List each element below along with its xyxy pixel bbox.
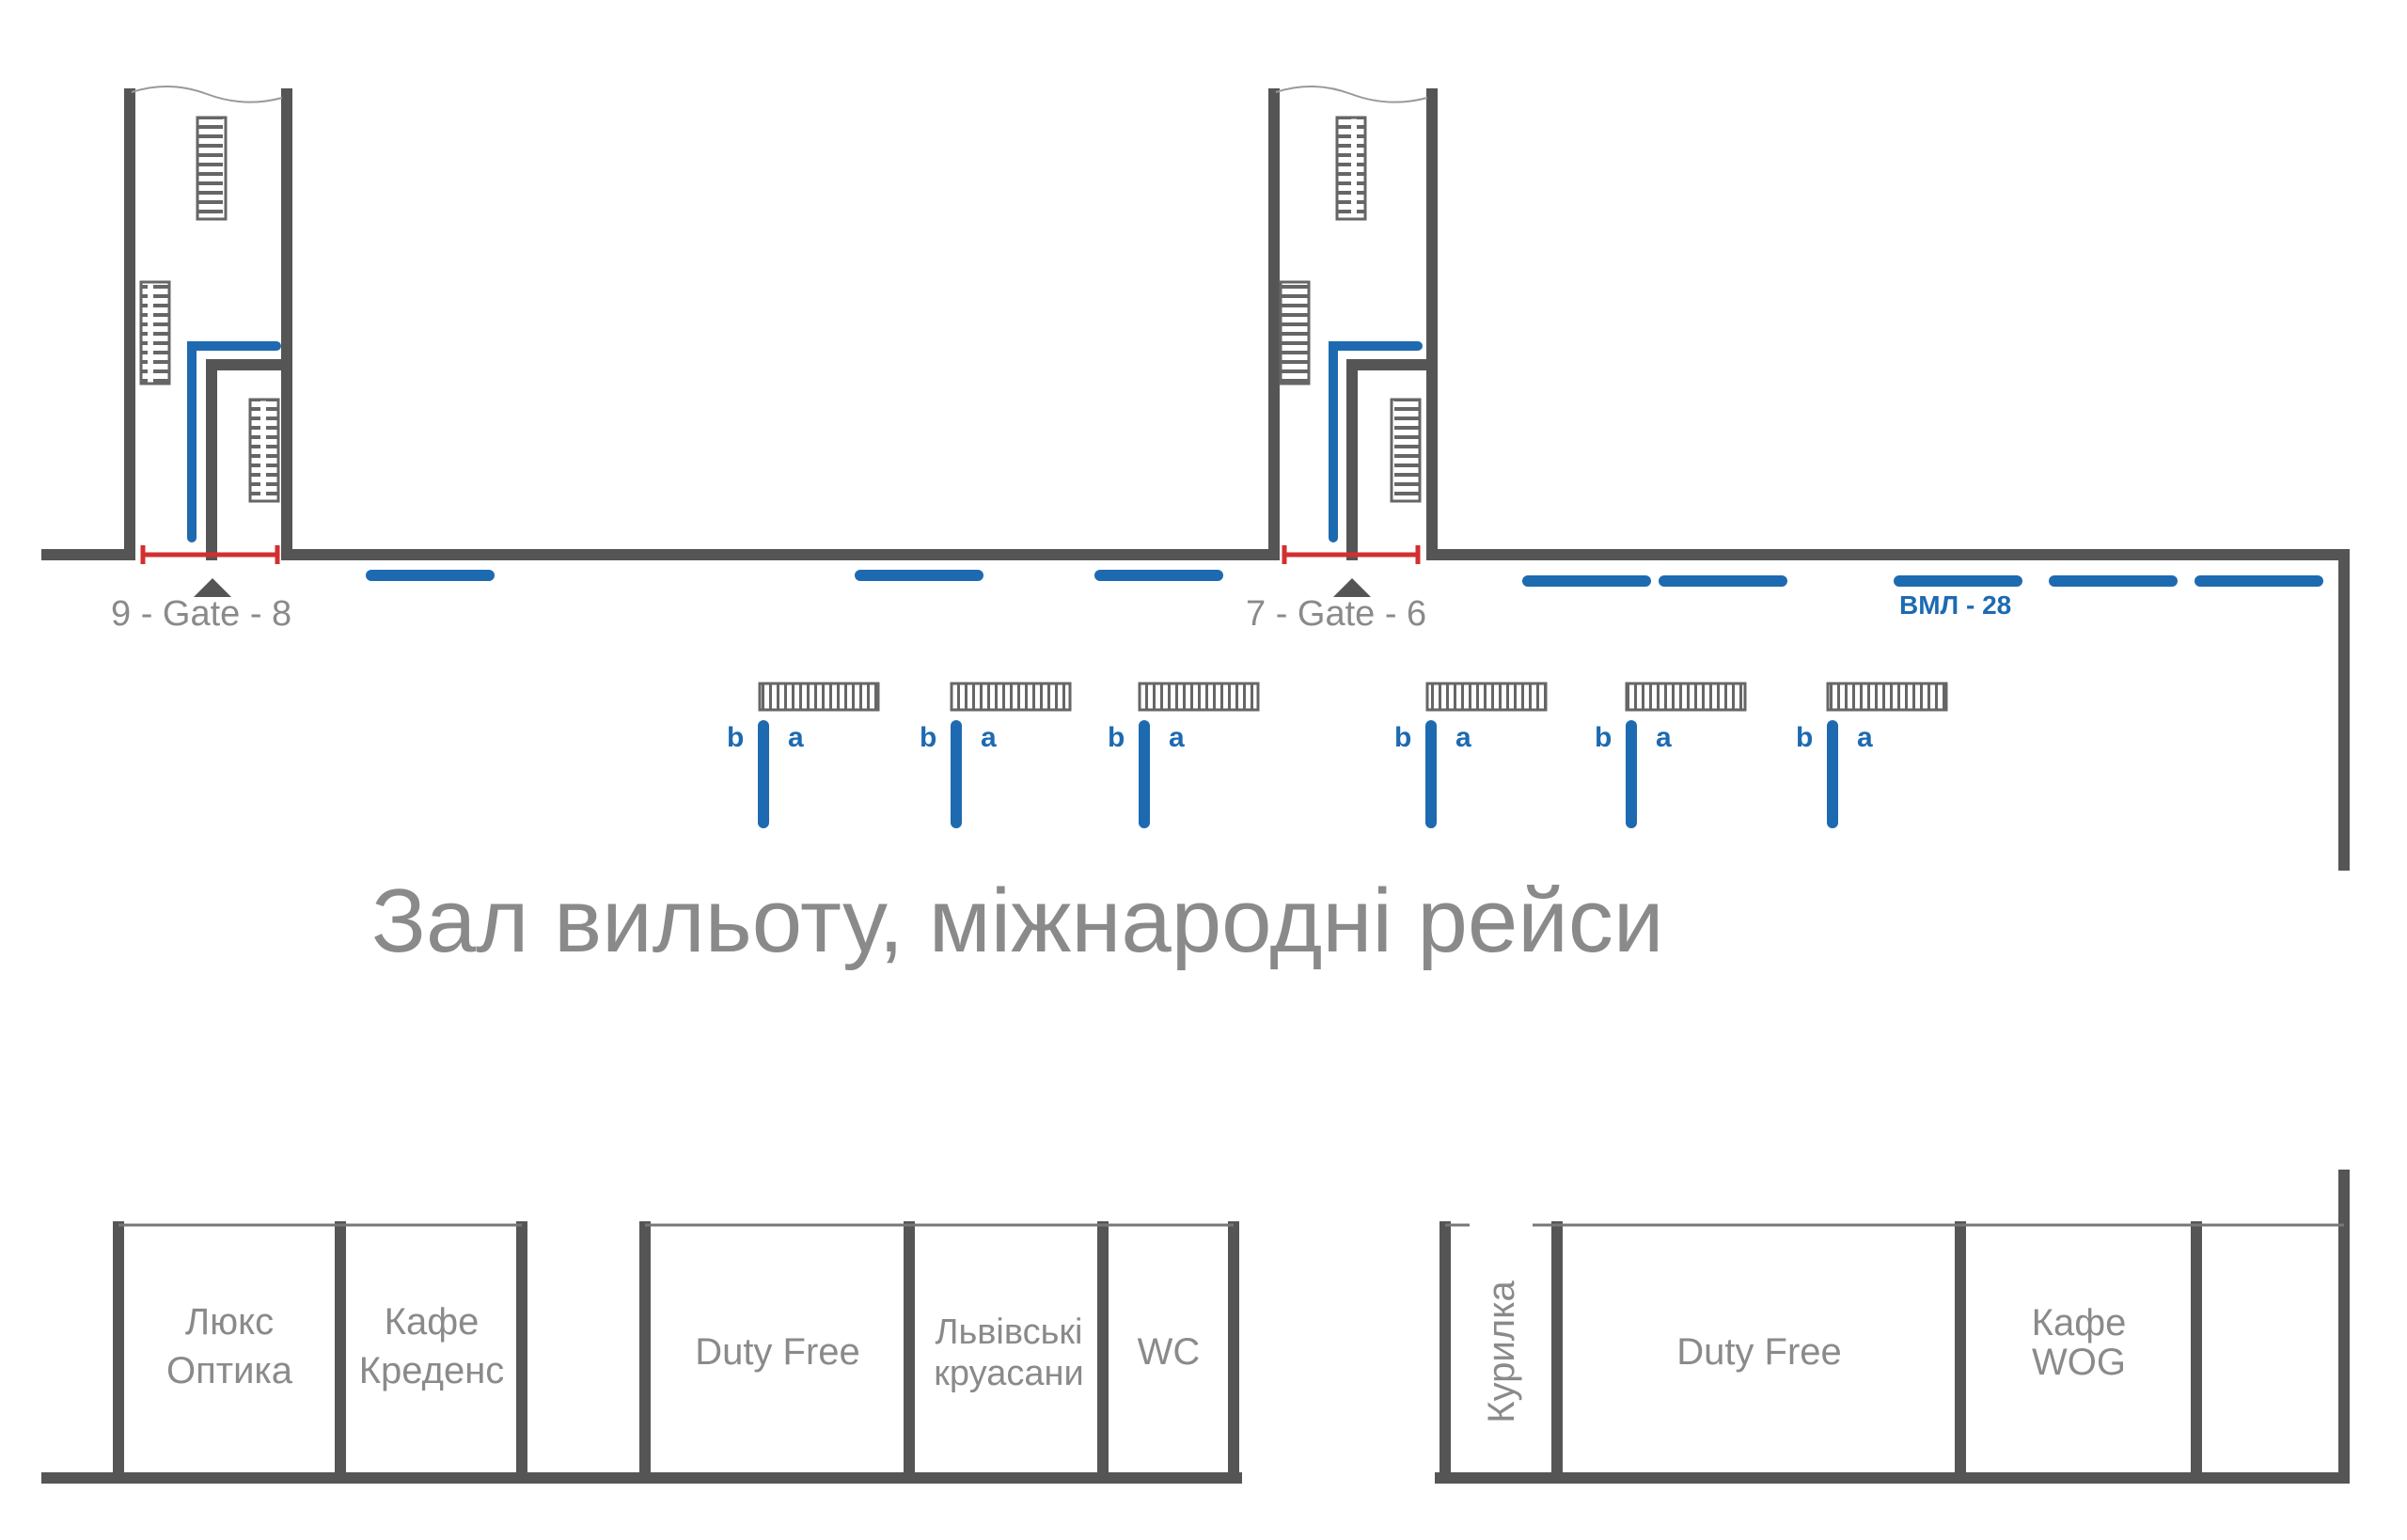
shop-name-line: Люкс bbox=[184, 1301, 275, 1343]
desk-side-b: b bbox=[727, 722, 745, 753]
hall-title: Зал вильоту, міжнародні рейси bbox=[371, 871, 1664, 971]
counter-label: ВМЛ - 28 bbox=[1899, 590, 2012, 620]
desk-side-b: b bbox=[920, 722, 937, 753]
desk-side-b: b bbox=[1394, 722, 1412, 753]
desks bbox=[758, 720, 1838, 828]
shop-lvivski-kruasany: Львівські круасани bbox=[920, 1312, 1098, 1394]
gate-marker-icon bbox=[194, 578, 1371, 597]
desk-side-a: a bbox=[981, 722, 997, 753]
shop-name-line: Оптика bbox=[165, 1350, 293, 1391]
upper-walls bbox=[41, 88, 2350, 871]
shop-duty-free-1: Duty Free bbox=[695, 1331, 860, 1373]
shop-kafe-kredens: Кафе Креденс bbox=[346, 1297, 517, 1395]
desk-side-a: a bbox=[1656, 722, 1672, 753]
desk-side-b: b bbox=[1595, 722, 1613, 753]
shop-kafe-wog: Кафе WOG bbox=[1966, 1303, 2192, 1382]
shop-wc: WC bbox=[1137, 1331, 1201, 1373]
gate-label-7-6: 7 - Gate - 6 bbox=[1246, 594, 1427, 634]
desk-side-b: b bbox=[1796, 722, 1814, 753]
counter-segments bbox=[366, 570, 2323, 587]
corridor-blue-lines bbox=[187, 341, 1423, 542]
desk-side-b: b bbox=[1108, 722, 1125, 753]
shop-kurylka: Курилка bbox=[1481, 1281, 1522, 1423]
desk-side-a: a bbox=[788, 722, 804, 753]
shop-name-line: Львівські bbox=[935, 1312, 1083, 1352]
gate-doors bbox=[140, 545, 1421, 564]
shop-name-line: круасани bbox=[934, 1354, 1084, 1393]
corridor-cut-lines bbox=[131, 86, 1428, 103]
gate-label-9-8: 9 - Gate - 8 bbox=[111, 594, 292, 634]
shop-name-line: Кафе bbox=[2031, 1302, 2127, 1344]
shop-lux-optika: Люкс Оптика bbox=[124, 1297, 335, 1395]
desk-side-a: a bbox=[1857, 722, 1873, 753]
desk-side-a: a bbox=[1169, 722, 1185, 753]
benches bbox=[758, 682, 1948, 712]
shop-duty-free-2: Duty Free bbox=[1676, 1331, 1842, 1373]
stairs-icon bbox=[139, 116, 1422, 503]
shop-name-line: Кафе bbox=[384, 1301, 480, 1343]
shop-name-line: WOG bbox=[2032, 1342, 2126, 1383]
shop-name-line: Креденс bbox=[358, 1350, 505, 1391]
desk-side-a: a bbox=[1455, 722, 1471, 753]
